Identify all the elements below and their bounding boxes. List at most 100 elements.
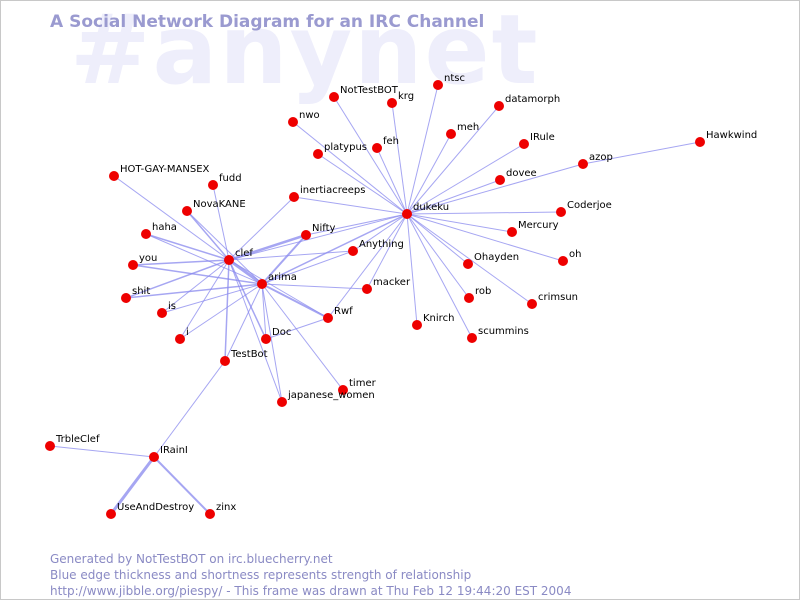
node-i: i [175, 327, 189, 344]
footer-url-timestamp: http://www.jibble.org/piespy/ - This fra… [50, 584, 572, 598]
node-label: TrbleClef [55, 434, 100, 445]
node-label: UseAndDestroy [117, 502, 194, 513]
edge-dukeku-feh [376, 147, 408, 215]
edge-clef-HOT-GAY-MANSEX [113, 175, 230, 261]
node-dot [45, 441, 55, 451]
node-dot [402, 209, 412, 219]
edge-dukeku-oh [406, 213, 564, 262]
node-dot [141, 229, 151, 239]
edge-clef-Doc [228, 259, 267, 340]
node-fudd: fudd [208, 173, 242, 190]
edge-dukeku-clef [228, 213, 408, 261]
node-label: Rwf [334, 306, 353, 317]
node-label: arima [268, 272, 297, 283]
edge-dukeku-inertiacreeps [293, 196, 408, 215]
node-dot [257, 279, 267, 289]
edge-dukeku-krg [391, 102, 408, 215]
node-rob: rob [464, 286, 491, 303]
node-dot [467, 333, 477, 343]
node-label: meh [457, 122, 479, 133]
edge-IRainl-TrbleClef [49, 445, 155, 458]
edge-TestBot-IRainl [153, 360, 226, 458]
node-dot [519, 139, 529, 149]
edge-dukeku-scummins [406, 213, 473, 339]
footer-generated-by: Generated by NotTestBOT on irc.bluecherr… [50, 552, 333, 566]
node-Knirch: Knirch [412, 313, 454, 330]
node-Nifty: Nifty [301, 223, 336, 240]
node-japanese_women: japanese_women [277, 390, 375, 407]
node-dot [121, 293, 131, 303]
edge-dukeku-crimsun [406, 213, 533, 305]
edge-IRainl-UseAndDestroy [109, 456, 156, 515]
node-dot [578, 159, 588, 169]
node-label: TestBot [230, 349, 268, 360]
node-dot [288, 117, 298, 127]
node-label: crimsun [538, 292, 578, 303]
edge-clef-arima [228, 258, 263, 286]
node-label: japanese_women [287, 390, 375, 401]
node-label: Coderjoe [567, 200, 612, 211]
node-dot [695, 137, 705, 147]
node-label: dovee [506, 168, 537, 179]
edge-clef-Nifty [228, 233, 307, 262]
node-label: Doc [272, 327, 291, 338]
edge-dukeku-Nifty [305, 213, 408, 236]
node-is: is [157, 301, 176, 318]
node-clef: clef [224, 248, 253, 265]
edge-dukeku-Ohayden [406, 213, 469, 265]
node-meh: meh [446, 122, 479, 139]
node-you: you [128, 253, 157, 270]
edge-dukeku-nwo [292, 121, 408, 215]
edge-clef-is [161, 259, 230, 314]
node-label: you [139, 253, 157, 264]
node-dot [372, 143, 382, 153]
node-label: Knirch [423, 313, 454, 324]
edge-arima-i [179, 283, 263, 340]
node-label: nwo [299, 110, 320, 121]
edge-clef-Anything [228, 250, 354, 261]
node-label: fudd [219, 173, 242, 184]
node-krg: krg [387, 91, 414, 108]
node-NovaKANE: NovaKANE [182, 199, 246, 216]
edge-clef-TestBot [224, 259, 230, 362]
node-dot [205, 509, 215, 519]
node-haha: haha [141, 222, 177, 239]
node-scummins: scummins [467, 326, 529, 343]
edge-arima-Nifty [261, 234, 307, 285]
node-arima: arima [257, 272, 297, 289]
edge-dukeku-ntsc [406, 84, 439, 215]
node-label: scummins [478, 326, 529, 337]
edge-dukeku-IRule [406, 143, 525, 215]
node-dot [338, 385, 348, 395]
diagram-title: A Social Network Diagram for an IRC Chan… [50, 12, 485, 32]
node-dot [464, 293, 474, 303]
node-label: Mercury [518, 220, 559, 231]
node-dot [261, 334, 271, 344]
node-dot [149, 452, 159, 462]
edge-dukeku-macker [366, 213, 408, 290]
edge-dukeku-arima [261, 213, 408, 285]
edge-arima-is [161, 283, 263, 314]
node-label: IRainI [160, 445, 188, 456]
edge-dukeku-azop [406, 163, 584, 215]
node-nwo: nwo [288, 110, 320, 127]
node-dot [433, 80, 443, 90]
node-feh: feh [372, 136, 399, 153]
node-dot [362, 284, 372, 294]
edge-arima-shit [125, 283, 263, 299]
node-label: platypus [324, 142, 367, 153]
channel-watermark: #anynet [70, 0, 540, 106]
node-IRainl: IRainI [149, 445, 188, 462]
node-platypus: platypus [313, 142, 367, 159]
node-label: clef [235, 248, 253, 259]
edge-dukeku-dovee [406, 179, 501, 215]
node-label: Nifty [312, 223, 336, 234]
node-label: ntsc [444, 73, 465, 84]
edge-layer [49, 84, 701, 515]
node-ntsc: ntsc [433, 73, 465, 90]
node-Anything: Anything [348, 239, 404, 256]
node-dot [329, 92, 339, 102]
node-label: azop [589, 152, 613, 163]
node-Hawkwind: Hawkwind [695, 130, 757, 147]
